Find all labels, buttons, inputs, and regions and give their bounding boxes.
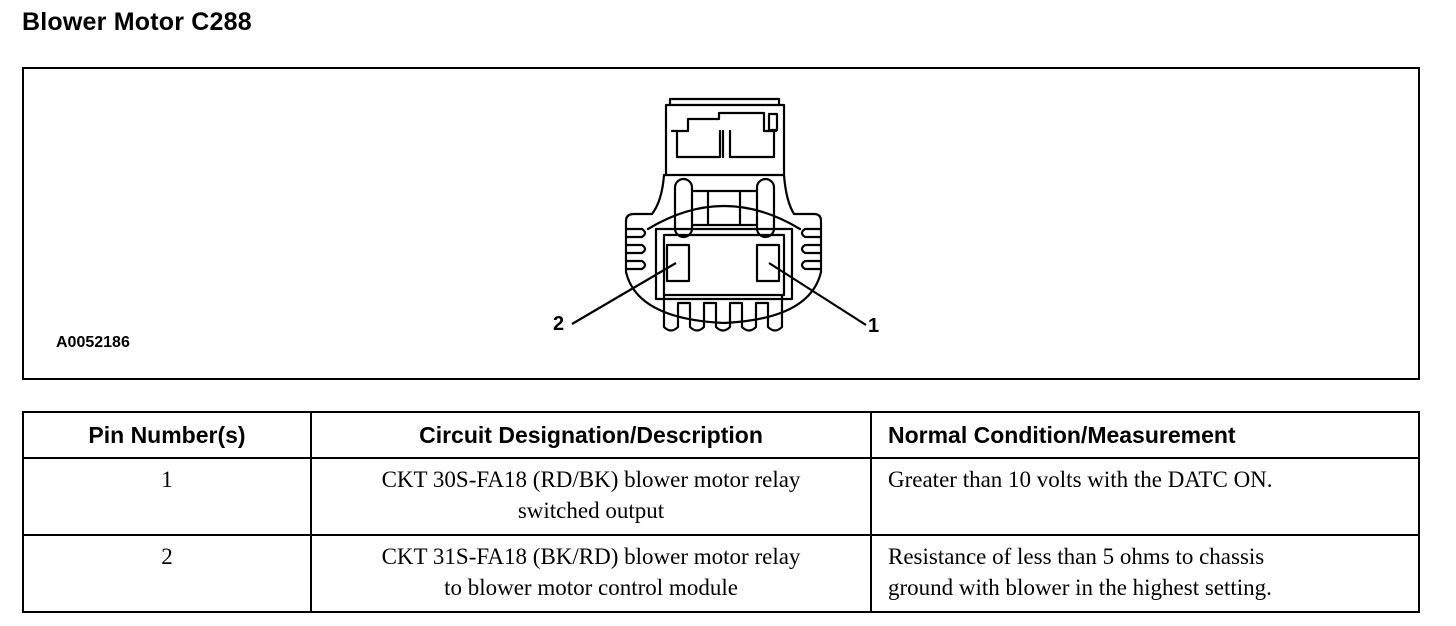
condition-cell: Resistance of less than 5 ohms to chassi…: [870, 534, 1420, 613]
circuit-line: switched output: [517, 498, 665, 523]
condition-line: Greater than 10 volts with the DATC ON.: [888, 467, 1273, 492]
connector-figure: 2 1 A0052186: [22, 67, 1420, 380]
table-row: 1 CKT 30S-FA18 (RD/BK) blower motor rela…: [22, 457, 1420, 536]
pin-table: Pin Number(s) Circuit Designation/Descri…: [22, 411, 1420, 613]
circuit-line: CKT 30S-FA18 (RD/BK) blower motor relay: [381, 467, 801, 492]
circuit-line: to blower motor control module: [444, 575, 738, 600]
condition-line: ground with blower in the highest settin…: [888, 575, 1272, 600]
pin-cell: 2: [22, 534, 312, 613]
callout-pin-1: 1: [868, 315, 880, 337]
circuit-line: CKT 31S-FA18 (BK/RD) blower motor relay: [381, 544, 801, 569]
table-header-row: Pin Number(s) Circuit Designation/Descri…: [22, 411, 1420, 459]
header-pin-number: Pin Number(s): [22, 411, 312, 459]
circuit-cell: CKT 31S-FA18 (BK/RD) blower motor relay …: [310, 534, 872, 613]
header-circuit: Circuit Designation/Description: [310, 411, 872, 459]
circuit-cell: CKT 30S-FA18 (RD/BK) blower motor relay …: [310, 457, 872, 536]
callout-pin-2: 2: [553, 313, 565, 335]
condition-cell: Greater than 10 volts with the DATC ON.: [870, 457, 1420, 536]
figure-id: A0052186: [56, 334, 130, 351]
header-condition: Normal Condition/Measurement: [870, 411, 1420, 459]
condition-line: Resistance of less than 5 ohms to chassi…: [888, 544, 1265, 569]
pin-cell: 1: [22, 457, 312, 536]
connector-face-diagram: [571, 97, 867, 332]
table-row: 2 CKT 31S-FA18 (BK/RD) blower motor rela…: [22, 534, 1420, 613]
page-title: Blower Motor C288: [22, 8, 252, 36]
